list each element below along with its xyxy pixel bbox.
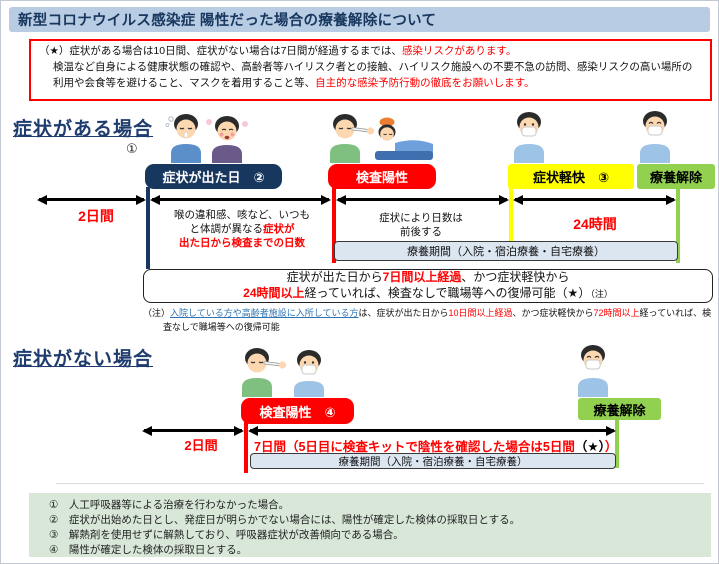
symptom-relief-label: 症状軽快 ③ [508, 164, 634, 189]
fn-text-3: 経っていれば、検査なしで職場等への復帰可能 [163, 308, 712, 332]
warning-request-text: 自主的な感染予防行動の徹底をお願いします。 [315, 76, 535, 89]
recovered-person-icon [573, 342, 613, 402]
note-item-3: ③ 解熱剤を使用せずに解熱しており、呼吸器症状が改善傾向である場合。 [49, 528, 404, 541]
page-title: 新型コロナウイルス感染症 陽性だった場合の療養解除について [18, 13, 437, 29]
throat-note: 喉の違和感、咳など、いつも と体調が異なる症状が 出た日から検査までの日数 [157, 208, 327, 251]
cond-text-3: 経っていれば、検査なしで職場等への復帰可能（★） [304, 286, 591, 300]
divider-line [56, 483, 704, 484]
recovery-period-box: 療養期間（入院・宿泊療養・自宅療養） [334, 241, 678, 261]
swab-test-icon [239, 345, 289, 402]
warning-box: （★）症状がある場合は10日間、症状がない場合は7日間が経過するまでは、感染リス… [29, 39, 712, 101]
relief-marker-line [509, 187, 513, 241]
positive-marker-line-2 [244, 422, 248, 473]
arrow-before-positive [142, 425, 244, 436]
two-days-label-2: 2日間 [184, 438, 218, 453]
throat-note-l3: 出た日から検査までの日数 [179, 237, 305, 250]
test-positive-label: 検査陽性 [328, 164, 436, 189]
release-label-2: 療養解除 [578, 398, 661, 420]
throat-note-l2b: 症状が [263, 223, 295, 236]
title-bar: 新型コロナウイルス感染症 陽性だった場合の療養解除について [9, 7, 710, 32]
warning-text-2: 検温など自身による健康状態の確認や、高齢者等ハイリスク者との接触、ハイリスク施設… [53, 60, 693, 89]
varies-note-l2: 前後する [400, 226, 442, 239]
cond-24h-red: 24時間以上 [243, 286, 305, 300]
note-item-1: ① 人工呼吸器等による治療を行わなかった場合。 [49, 499, 290, 511]
section-symptomatic-heading: 症状がある場合 [13, 119, 154, 140]
hospitalized-footnote: （注）入院している方や高齢者施設に入所している方は、症状が出た日から10日間以上… [143, 307, 717, 335]
warning-risk-text: 感染リスクがあります。 [401, 45, 517, 57]
return-condition-line1: 症状が出た日から7日間以上経過、かつ症状軽快から [287, 270, 570, 286]
seven-days-star: （★） [574, 440, 605, 454]
swab-test-icon [327, 111, 377, 168]
fn-prefix: （注） [143, 308, 171, 318]
positive-marker-line [332, 187, 336, 263]
varies-note-l1: 症状により日数は [379, 212, 463, 224]
circled-number-1: ① [126, 141, 138, 156]
return-condition-box: 症状が出た日から7日間以上経過、かつ症状軽快から 24時間以上経っていれば、検査… [143, 269, 713, 303]
recovered-person-icon [635, 108, 675, 168]
note-item-4: ④ 陽性が確定した検体の採取日とする。 [49, 543, 248, 556]
test-positive-label-2: 検査陽性 ④ [241, 398, 354, 424]
section-asymptomatic-heading: 症状がない場合 [13, 349, 154, 370]
cond-7days-red: 7日間以上経過 [382, 270, 462, 285]
masked-person-icon [509, 109, 549, 168]
two-days-label: 2日間 [78, 208, 114, 224]
release-label: 療養解除 [637, 164, 715, 189]
cond-text: 症状が出た日から [286, 270, 383, 285]
warning-line-2: 検温など自身による健康状態の確認や、高齢者等ハイリスク者との接触、ハイリスク施設… [39, 60, 702, 92]
varies-note: 症状により日数は 前後する [346, 211, 496, 239]
24h-label: 24時間 [573, 216, 617, 232]
release-marker-line-2 [615, 418, 619, 468]
bed-rest-icon [373, 115, 435, 168]
onset-day-marker-line [146, 187, 150, 269]
arrow-relief-to-release [513, 194, 676, 205]
cond-text-2: 、かつ症状軽快から [461, 270, 570, 285]
recovery-period-box-2: 療養期間（入院・宿泊療養・自宅療養） [250, 453, 616, 469]
fever-person-icon [205, 115, 249, 168]
seven-days-label: 7日間（5日目に検査キットで陰性を確認した場合は5日間（★）） [254, 436, 617, 455]
warning-text: （★）症状がある場合は10日間、症状がない場合は7日間が経過するまでは、 [39, 45, 402, 57]
note-item-2: ② 症状が出始めた日とし、発症日が明らかでない場合には、陽性が確定した検体の採取… [49, 513, 521, 526]
release-marker-line [676, 188, 680, 263]
fn-10days-red: 10日間以上経過 [448, 308, 513, 318]
masked-person-icon [289, 347, 329, 402]
warning-line-1: （★）症状がある場合は10日間、症状がない場合は7日間が経過するまでは、感染リス… [39, 44, 702, 60]
fn-text-2: 、かつ症状軽快から [512, 308, 594, 318]
fn-text-1: は、症状が出た日から [358, 308, 449, 318]
numbered-notes-box: ① 人工呼吸器等による治療を行わなかった場合。 ② 症状が出始めた日とし、発症日… [29, 493, 711, 557]
arrow-positive-to-release [248, 425, 616, 436]
arrow-test-to-relief [336, 194, 509, 205]
sick-person-icon [164, 111, 206, 168]
throat-note-l2a: と体調が異なる [189, 223, 264, 236]
seven-days-close: ） [604, 440, 618, 454]
fn-hospitalized-blue: 入院している方や高齢者施設に入所している方 [170, 308, 359, 318]
return-condition-line2: 24時間以上経っていれば、検査なしで職場等への復帰可能（★）（注） [243, 286, 613, 302]
onset-day-label: 症状が出た日 ② [145, 164, 282, 189]
arrow-onset-to-test [150, 194, 331, 205]
cond-note-ref: （注） [590, 289, 613, 299]
arrow-before-onset [37, 194, 146, 205]
seven-days-text: 7日間（5日目に検査キットで陰性を確認した場合は5日間 [254, 440, 575, 454]
throat-note-l1: 喉の違和感、咳など、いつも [174, 209, 310, 221]
fn-72h-red: 72時間以上 [593, 308, 640, 318]
